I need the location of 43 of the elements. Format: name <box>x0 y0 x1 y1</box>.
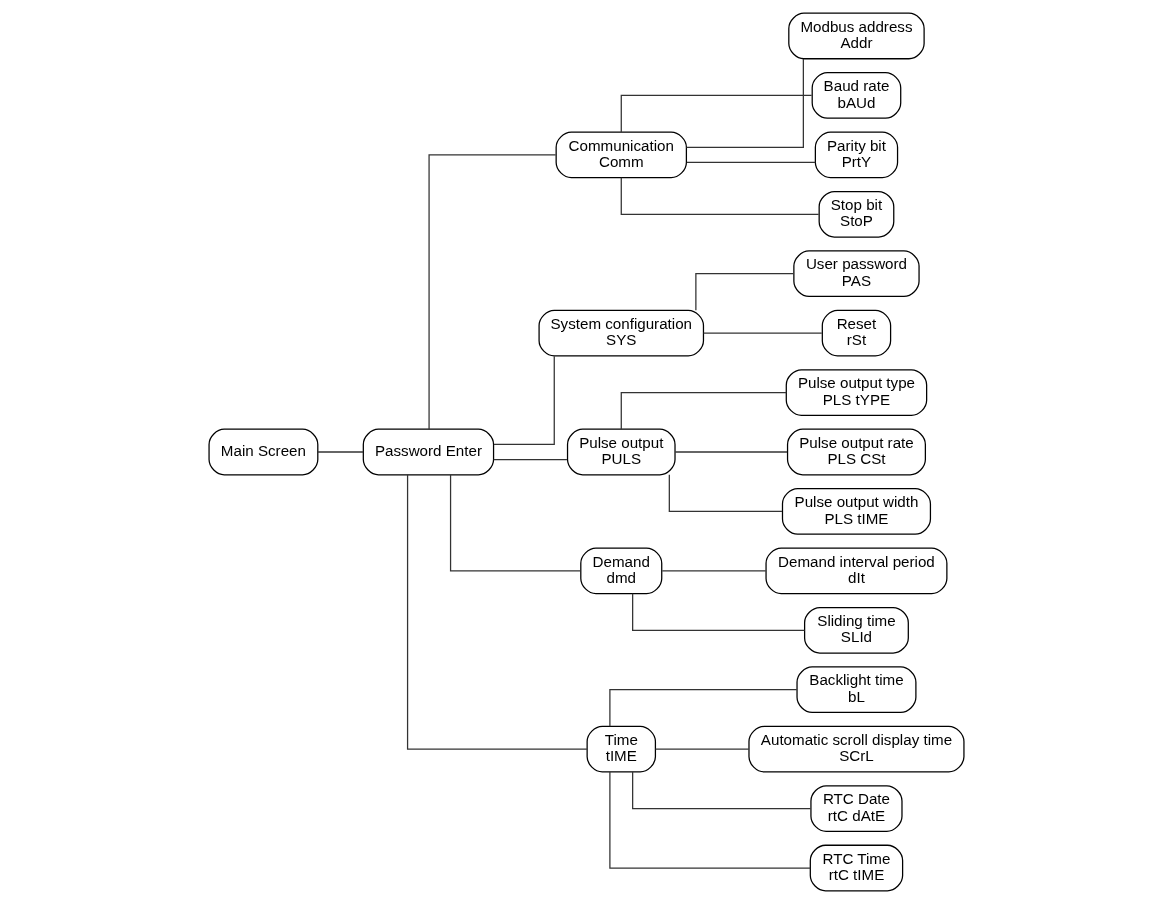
node-box: Demand interval period dIt <box>764 547 947 595</box>
connector <box>620 94 812 133</box>
node-box: Pulse output PULS <box>566 428 676 476</box>
connector <box>685 161 816 164</box>
node-box: Communication Comm <box>555 131 687 179</box>
connector <box>449 474 581 572</box>
node-box: Backlight time bL <box>795 666 916 714</box>
connector <box>492 355 555 446</box>
connector <box>620 177 819 215</box>
node-box: Stop bit StoP <box>818 190 894 238</box>
node-box: RTC Time rtC tIME <box>809 844 903 892</box>
node-box: System configuration SYS <box>537 309 704 357</box>
node-box: Time tIME <box>586 725 656 773</box>
node-box: Pulse output rate PLS CSt <box>786 428 926 476</box>
node-box: Reset rSt <box>821 309 891 357</box>
node-box: Modbus address Addr <box>787 12 925 60</box>
node-box: RTC Date rtC dAtE <box>809 785 903 832</box>
node-box: Demand dmd <box>579 547 662 595</box>
connector <box>608 771 811 869</box>
connector <box>631 593 805 631</box>
node-box: Password Enter <box>362 428 494 476</box>
node-box: Pulse output type PLS tYPE <box>785 369 927 416</box>
connector <box>702 332 822 334</box>
connector <box>427 154 556 430</box>
connector <box>654 748 749 750</box>
node-box: Automatic scroll display time SCrL <box>747 725 965 773</box>
node-box: Parity bit PrtY <box>814 131 898 179</box>
connector <box>694 273 794 311</box>
connector <box>631 771 811 810</box>
node-box: User password PAS <box>792 250 920 298</box>
connector <box>492 458 568 461</box>
connector <box>674 451 788 453</box>
connector <box>668 474 783 513</box>
connector <box>316 451 364 453</box>
connector <box>406 474 588 750</box>
connector <box>620 391 787 430</box>
node-box: Sliding time SLId <box>803 606 909 654</box>
node-box: Pulse output width PLS tIME <box>781 488 931 535</box>
connector <box>685 58 804 148</box>
connector <box>661 570 766 572</box>
connector <box>608 689 797 727</box>
node-box: Main Screen <box>207 428 318 476</box>
node-box: Baud rate bAUd <box>811 72 901 119</box>
